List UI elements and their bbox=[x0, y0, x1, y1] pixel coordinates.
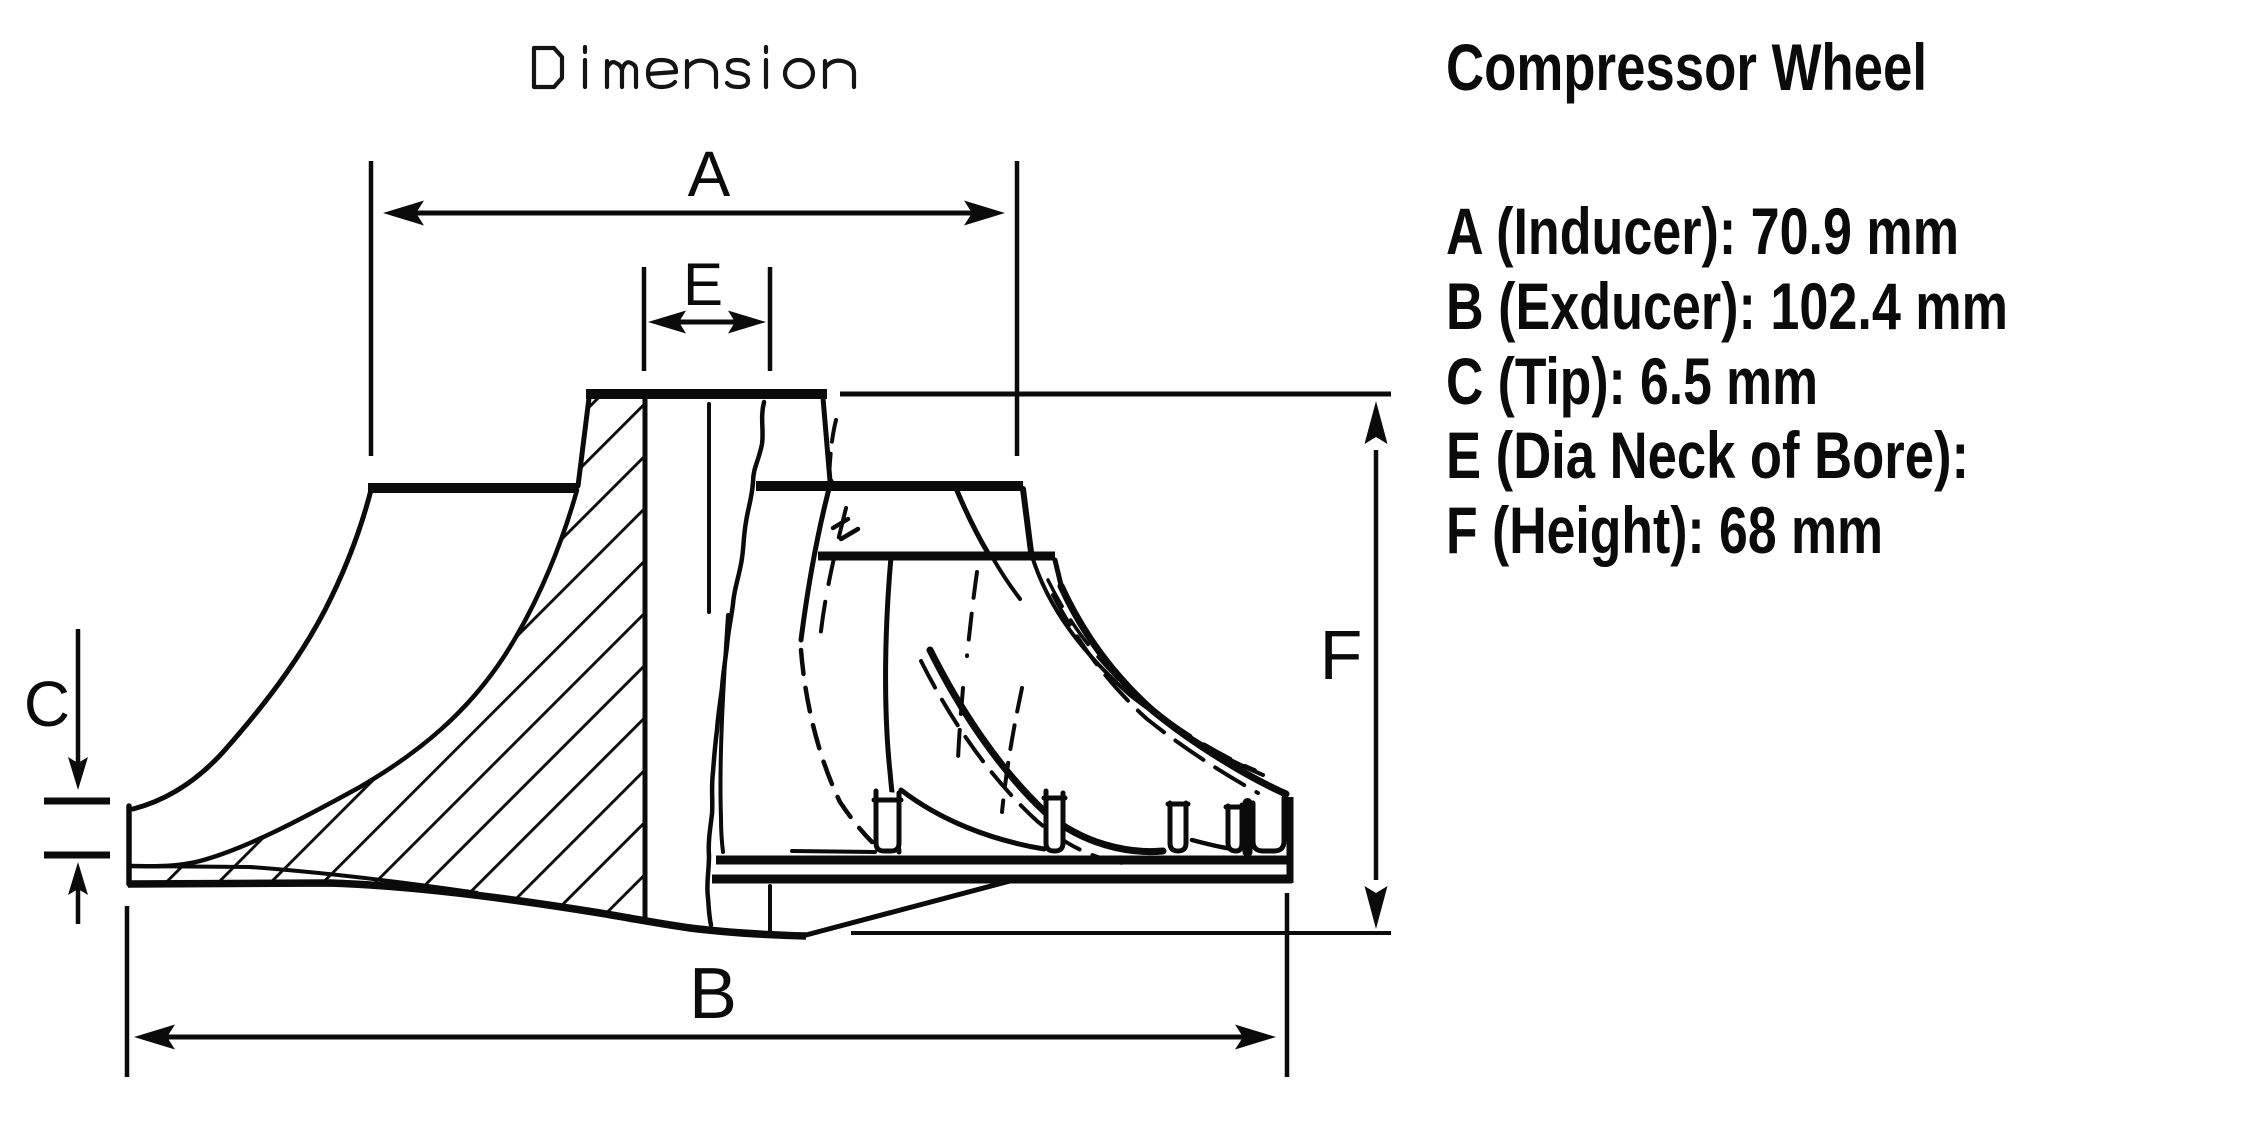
svg-text:A (Inducer): 70.9 mm: A (Inducer): 70.9 mm bbox=[1446, 194, 1959, 268]
svg-text:Compressor Wheel: Compressor Wheel bbox=[1446, 30, 1927, 104]
svg-text:F: F bbox=[1320, 616, 1363, 694]
svg-text:C: C bbox=[24, 668, 70, 740]
svg-text:A: A bbox=[688, 138, 731, 210]
svg-text:B (Exducer): 102.4 mm: B (Exducer): 102.4 mm bbox=[1446, 269, 2008, 343]
svg-text:E: E bbox=[683, 251, 723, 318]
svg-text:B: B bbox=[689, 954, 737, 1034]
svg-text:F (Height): 68 mm: F (Height): 68 mm bbox=[1446, 493, 1883, 567]
svg-text:C (Tip): 6.5 mm: C (Tip): 6.5 mm bbox=[1446, 344, 1818, 418]
svg-text:E (Dia Neck of Bore):: E (Dia Neck of Bore): bbox=[1446, 418, 1969, 492]
